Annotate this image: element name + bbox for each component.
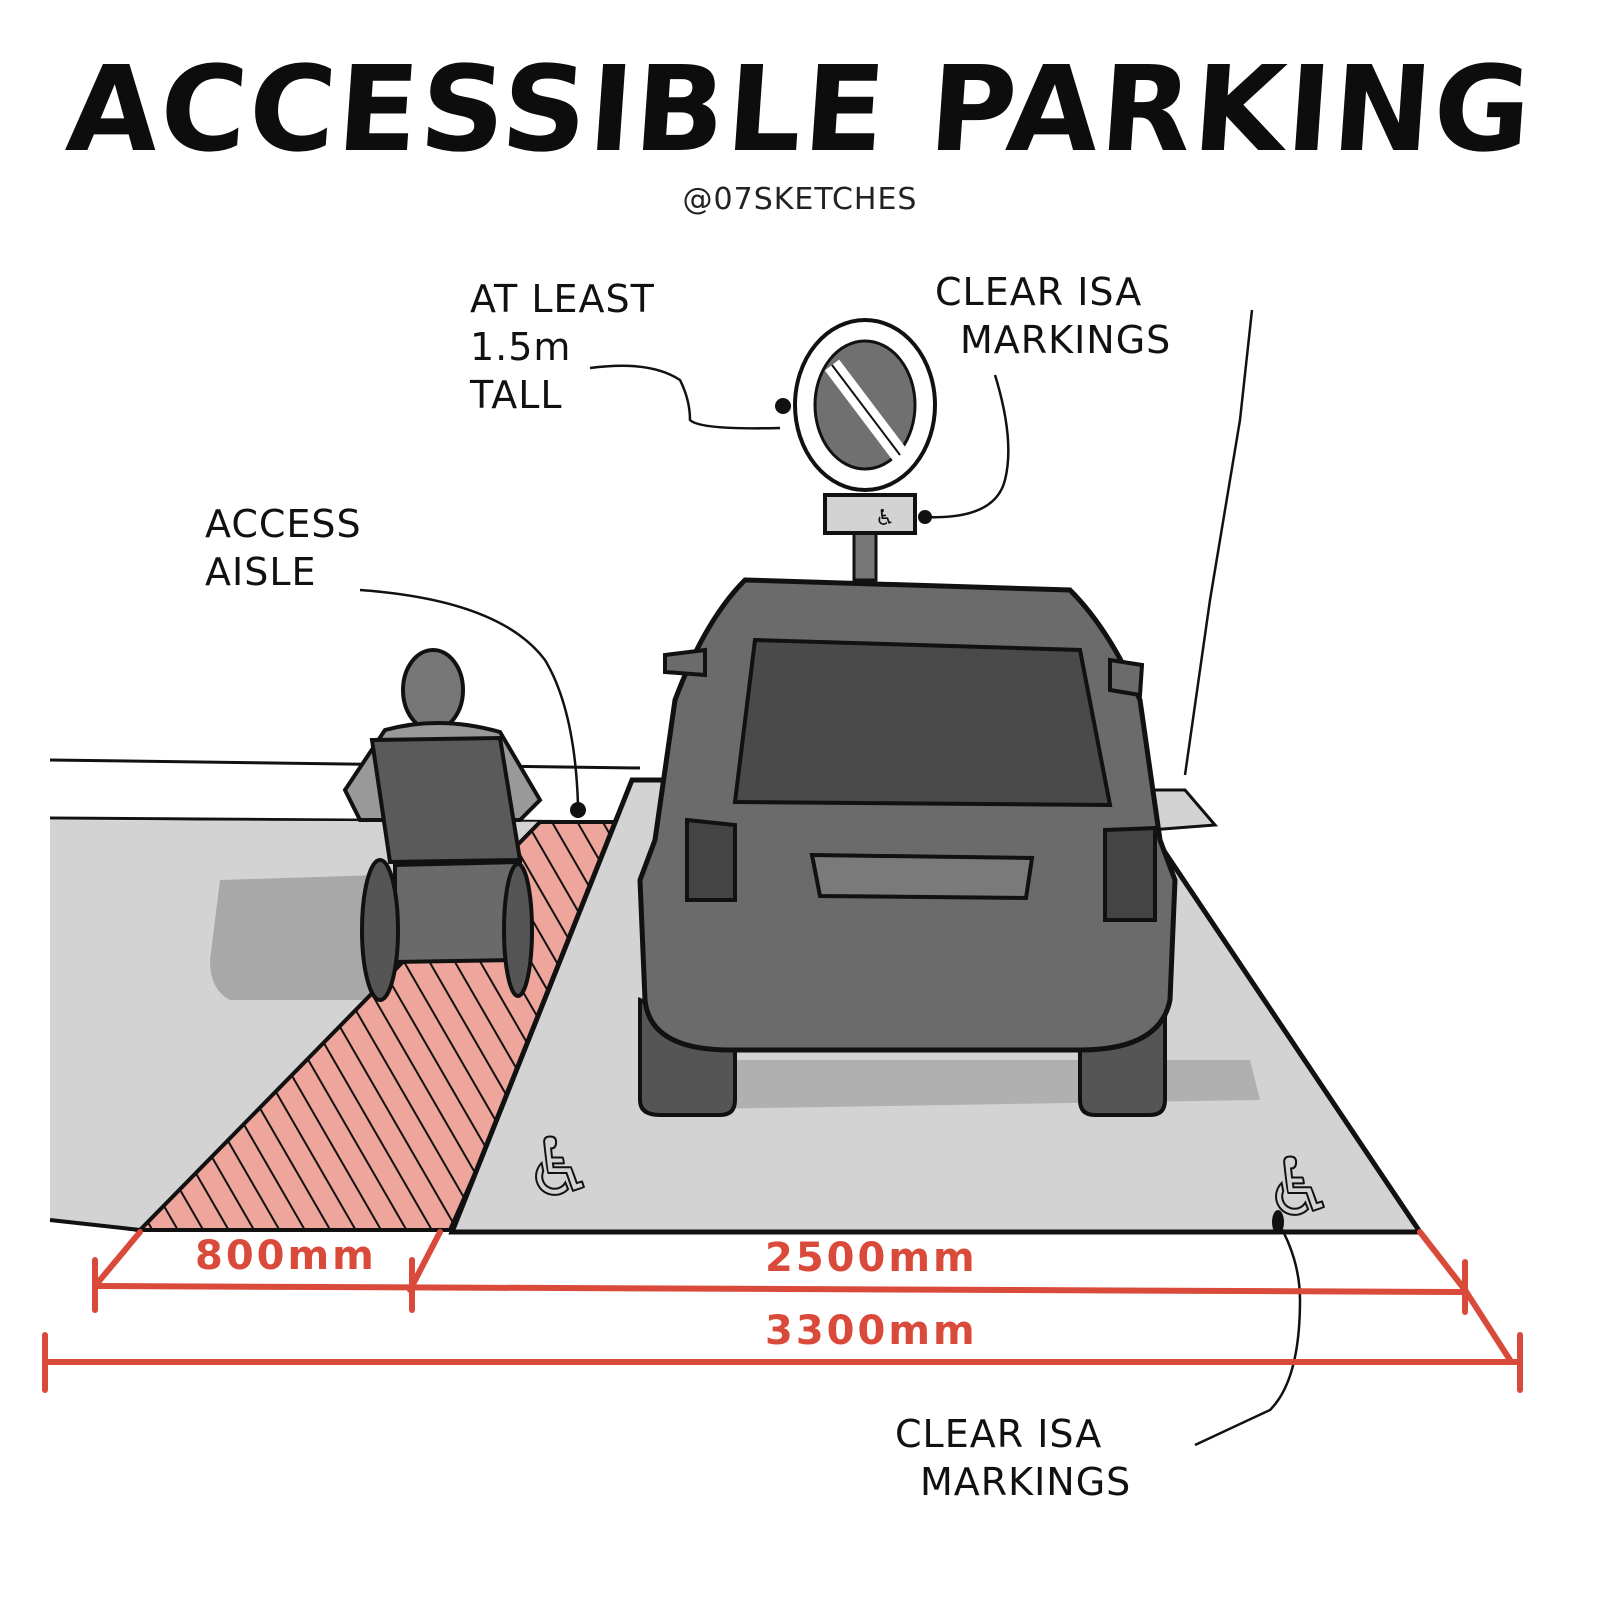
parking-sign: ♿ [793, 318, 937, 582]
callout-sign-isa: CLEAR ISA MARKINGS [935, 268, 1171, 364]
dimension-aisle-width: 800mm [195, 1233, 377, 1279]
callout-sign-height-line2: 1.5m [470, 325, 572, 369]
leader-lines [359, 309, 1302, 1447]
callout-ground-isa-line2: MARKINGS [920, 1460, 1132, 1504]
dimension-total-width: 3300mm [765, 1308, 978, 1354]
callout-sign-height: AT LEAST 1.5m TALL [470, 275, 655, 419]
callout-sign-height-line3: TALL [470, 373, 563, 417]
callout-sign-isa-line1: CLEAR ISA [935, 270, 1143, 314]
leader-dots [570, 398, 1284, 1234]
ground-isa-icon-left: ♿ [524, 1121, 596, 1214]
ground-isa-markings: ♿ ♿ [523, 1120, 1337, 1235]
callout-sign-isa-line2: MARKINGS [960, 318, 1172, 362]
callout-ground-isa-line1: CLEAR ISA [895, 1412, 1103, 1456]
car [637, 577, 1178, 1117]
person-shadow [210, 875, 380, 1000]
pavement-left [50, 820, 620, 1230]
callout-access-aisle-line1: ACCESS [205, 502, 362, 546]
dimension-bay-width: 2500mm [765, 1235, 978, 1281]
curb-lines [49, 758, 1219, 832]
author-handle: @07SKETCHES [682, 182, 918, 217]
wheelchair-user [342, 648, 543, 1002]
dimension-lines [42, 1229, 1523, 1393]
sign-isa-icon: ♿ [875, 506, 895, 531]
callout-access-aisle: ACCESS AISLE [205, 500, 362, 596]
callout-ground-isa: CLEAR ISA MARKINGS [895, 1410, 1131, 1506]
callout-sign-height-line1: AT LEAST [470, 277, 655, 321]
callout-access-aisle-line2: AISLE [205, 550, 317, 594]
